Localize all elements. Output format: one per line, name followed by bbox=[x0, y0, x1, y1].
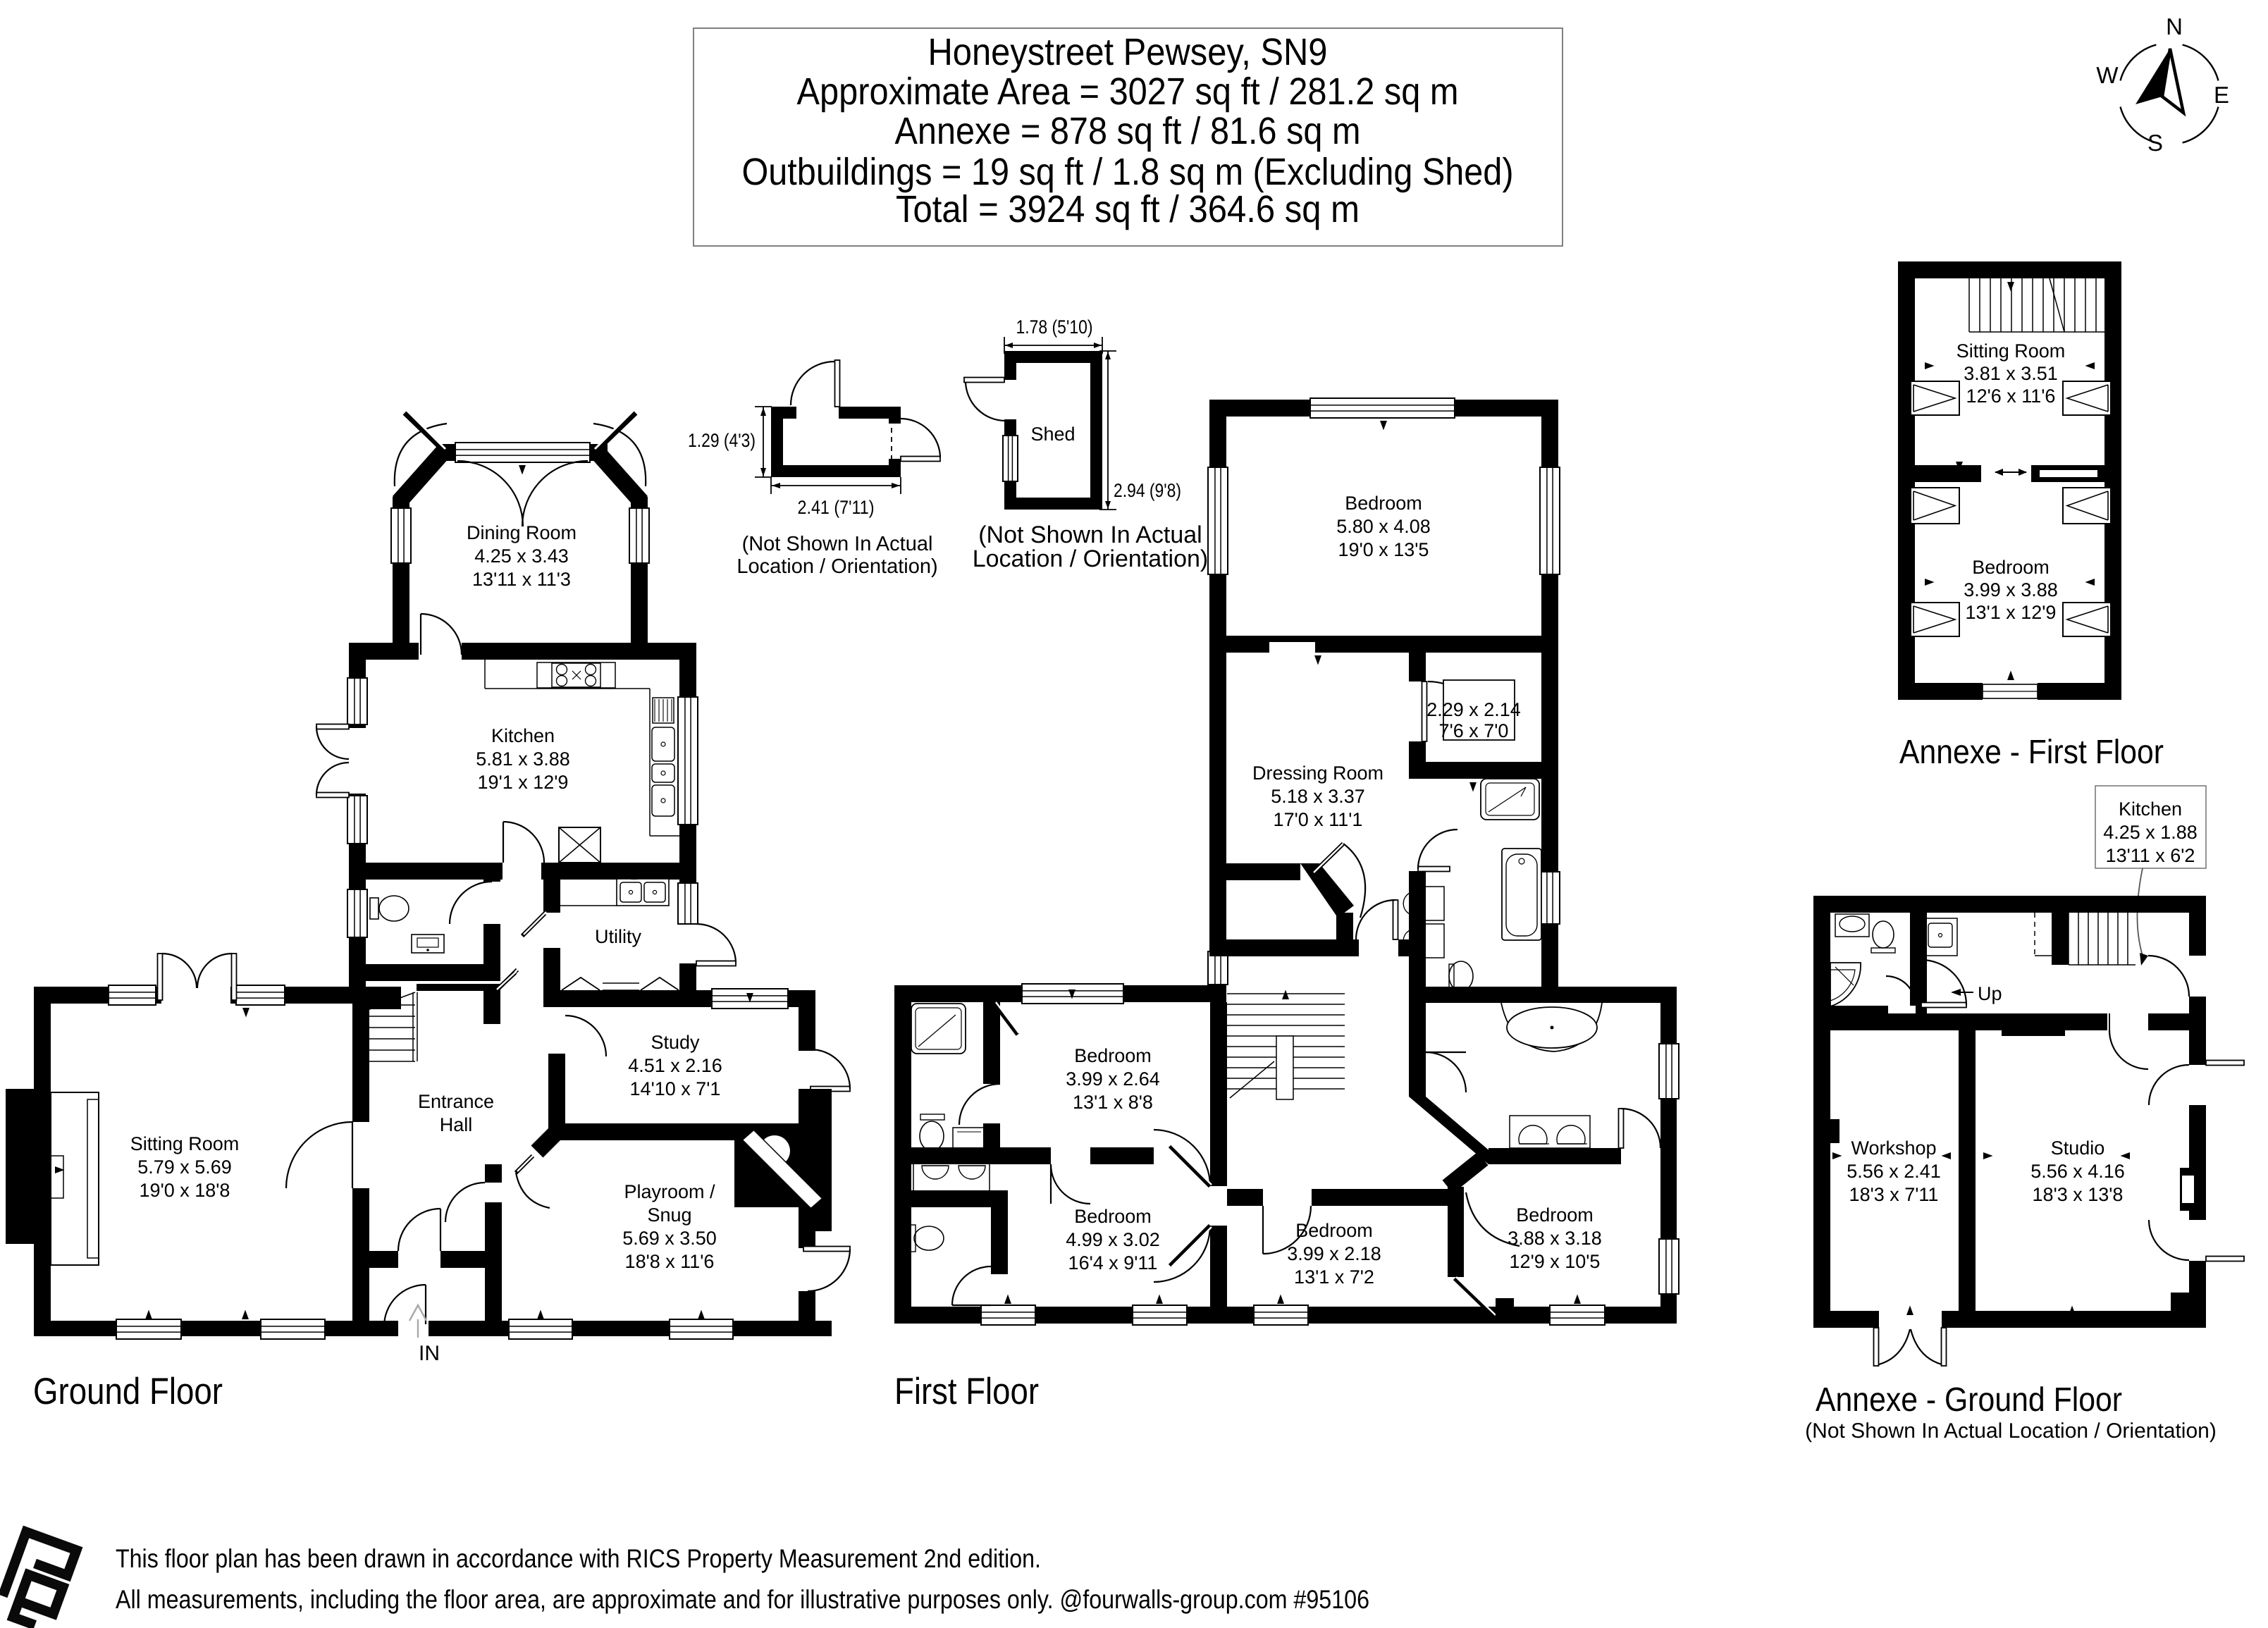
svg-text:Location / Orientation): Location / Orientation) bbox=[973, 545, 1209, 572]
svg-text:3.88 x 3.18: 3.88 x 3.18 bbox=[1508, 1228, 1602, 1249]
svg-text:1.29 (4'3): 1.29 (4'3) bbox=[688, 430, 756, 451]
svg-text:Dining Room: Dining Room bbox=[467, 522, 577, 543]
svg-text:Utility: Utility bbox=[595, 926, 641, 947]
svg-text:2.41 (7'11): 2.41 (7'11) bbox=[798, 497, 875, 518]
svg-text:4.51 x 2.16: 4.51 x 2.16 bbox=[628, 1055, 722, 1076]
svg-text:13'11 x 6'2: 13'11 x 6'2 bbox=[2106, 845, 2195, 866]
svg-text:Annexe = 878 sq ft / 81.6 sq m: Annexe = 878 sq ft / 81.6 sq m bbox=[895, 110, 1361, 152]
svg-text:S: S bbox=[2147, 130, 2163, 156]
svg-text:All measurements, including th: All measurements, including the floor ar… bbox=[116, 1585, 1369, 1614]
svg-text:First Floor: First Floor bbox=[894, 1371, 1039, 1412]
svg-text:Hall: Hall bbox=[440, 1114, 473, 1135]
svg-text:5.56 x 4.16: 5.56 x 4.16 bbox=[2030, 1161, 2125, 1182]
svg-text:Approximate Area = 3027 sq ft: Approximate Area = 3027 sq ft / 281.2 sq… bbox=[797, 70, 1459, 113]
svg-text:5.81 x 3.88: 5.81 x 3.88 bbox=[476, 748, 570, 770]
svg-text:5.18 x 3.37: 5.18 x 3.37 bbox=[1271, 786, 1365, 807]
svg-text:5.79 x 5.69: 5.79 x 5.69 bbox=[137, 1157, 232, 1178]
svg-text:Sitting Room: Sitting Room bbox=[1956, 340, 2066, 362]
svg-text:This floor plan has been drawn: This floor plan has been drawn in accord… bbox=[116, 1544, 1041, 1573]
svg-text:19'1 x 12'9: 19'1 x 12'9 bbox=[478, 772, 569, 793]
svg-text:2.29 x 2.14: 2.29 x 2.14 bbox=[1426, 699, 1521, 720]
svg-text:Snug: Snug bbox=[647, 1204, 691, 1226]
svg-text:Workshop: Workshop bbox=[1851, 1137, 1936, 1159]
svg-text:(Not Shown In Actual: (Not Shown In Actual bbox=[978, 522, 1202, 548]
svg-text:16'4 x 9'11: 16'4 x 9'11 bbox=[1068, 1252, 1158, 1274]
svg-text:18'3 x 13'8: 18'3 x 13'8 bbox=[2033, 1184, 2124, 1205]
svg-text:E: E bbox=[2214, 82, 2229, 108]
svg-text:13'1 x 8'8: 13'1 x 8'8 bbox=[1073, 1092, 1153, 1113]
svg-text:W: W bbox=[2096, 62, 2119, 88]
svg-text:(Not Shown In Actual: (Not Shown In Actual bbox=[742, 533, 933, 555]
svg-text:13'11 x 11'3: 13'11 x 11'3 bbox=[472, 569, 571, 590]
svg-text:(Not Shown In Actual Location: (Not Shown In Actual Location / Orientat… bbox=[1805, 1419, 2217, 1443]
svg-text:18'8 x 11'6: 18'8 x 11'6 bbox=[625, 1251, 715, 1272]
svg-text:4.25 x 1.88: 4.25 x 1.88 bbox=[2103, 822, 2198, 843]
svg-text:Up: Up bbox=[1978, 983, 2002, 1004]
svg-text:Annexe - Ground Floor: Annexe - Ground Floor bbox=[1816, 1381, 2122, 1419]
svg-text:Honeystreet Pewsey, SN9: Honeystreet Pewsey, SN9 bbox=[928, 31, 1328, 73]
svg-text:19'0 x 13'5: 19'0 x 13'5 bbox=[1338, 539, 1429, 560]
svg-text:Entrance: Entrance bbox=[418, 1091, 494, 1112]
svg-text:Kitchen: Kitchen bbox=[491, 725, 555, 746]
svg-text:Shed: Shed bbox=[1030, 424, 1075, 445]
svg-text:Kitchen: Kitchen bbox=[2119, 798, 2182, 820]
svg-text:Study: Study bbox=[651, 1032, 700, 1053]
svg-text:19'0 x 18'8: 19'0 x 18'8 bbox=[140, 1180, 230, 1201]
svg-text:12'6 x 11'6: 12'6 x 11'6 bbox=[1966, 386, 2056, 407]
svg-text:5.56 x 2.41: 5.56 x 2.41 bbox=[1847, 1161, 1941, 1182]
svg-text:Bedroom: Bedroom bbox=[1516, 1204, 1594, 1226]
svg-text:Outbuildings = 19 sq ft / 1.8: Outbuildings = 19 sq ft / 1.8 sq m (Excl… bbox=[742, 151, 1514, 193]
svg-text:3.99 x 3.88: 3.99 x 3.88 bbox=[1964, 579, 2058, 600]
svg-text:5.80 x 4.08: 5.80 x 4.08 bbox=[1336, 516, 1431, 537]
svg-text:3.81 x 3.51: 3.81 x 3.51 bbox=[1964, 363, 2058, 384]
svg-text:Bedroom: Bedroom bbox=[1074, 1045, 1152, 1066]
svg-text:Ground Floor: Ground Floor bbox=[33, 1371, 223, 1412]
svg-text:Dressing Room: Dressing Room bbox=[1252, 763, 1383, 784]
svg-text:Bedroom: Bedroom bbox=[1345, 493, 1422, 514]
svg-text:13'1 x 12'9: 13'1 x 12'9 bbox=[1966, 602, 2057, 623]
svg-text:12'9 x 10'5: 12'9 x 10'5 bbox=[1510, 1251, 1601, 1272]
svg-text:N: N bbox=[2166, 13, 2183, 39]
svg-text:Playroom /: Playroom / bbox=[624, 1181, 715, 1202]
svg-text:7'6 x 7'0: 7'6 x 7'0 bbox=[1439, 720, 1509, 741]
svg-text:4.99 x 3.02: 4.99 x 3.02 bbox=[1066, 1229, 1160, 1250]
svg-text:Bedroom: Bedroom bbox=[1074, 1206, 1152, 1227]
svg-text:17'0 x 11'1: 17'0 x 11'1 bbox=[1274, 809, 1363, 830]
svg-text:5.69 x 3.50: 5.69 x 3.50 bbox=[622, 1228, 717, 1249]
svg-text:18'3 x 7'11: 18'3 x 7'11 bbox=[1849, 1184, 1939, 1205]
svg-text:1.78 (5'10): 1.78 (5'10) bbox=[1016, 316, 1093, 338]
svg-text:3.99 x 2.18: 3.99 x 2.18 bbox=[1287, 1243, 1381, 1264]
svg-text:IN: IN bbox=[419, 1342, 440, 1365]
svg-text:Annexe - First Floor: Annexe - First Floor bbox=[1899, 734, 2164, 771]
svg-text:Bedroom: Bedroom bbox=[1295, 1220, 1373, 1241]
svg-text:13'1 x 7'2: 13'1 x 7'2 bbox=[1294, 1266, 1374, 1288]
svg-text:Location / Orientation): Location / Orientation) bbox=[737, 555, 937, 578]
svg-text:14'10 x 7'1: 14'10 x 7'1 bbox=[630, 1078, 721, 1099]
svg-text:Sitting Room: Sitting Room bbox=[130, 1133, 240, 1154]
svg-text:3.99 x 2.64: 3.99 x 2.64 bbox=[1066, 1068, 1160, 1090]
svg-text:Total = 3924 sq ft / 364.6 sq: Total = 3924 sq ft / 364.6 sq m bbox=[896, 188, 1360, 230]
svg-text:4.25 x 3.43: 4.25 x 3.43 bbox=[474, 545, 569, 567]
svg-text:2.94 (9'8): 2.94 (9'8) bbox=[1114, 480, 1181, 501]
svg-text:Studio: Studio bbox=[2051, 1137, 2105, 1159]
svg-text:Bedroom: Bedroom bbox=[1972, 557, 2050, 578]
